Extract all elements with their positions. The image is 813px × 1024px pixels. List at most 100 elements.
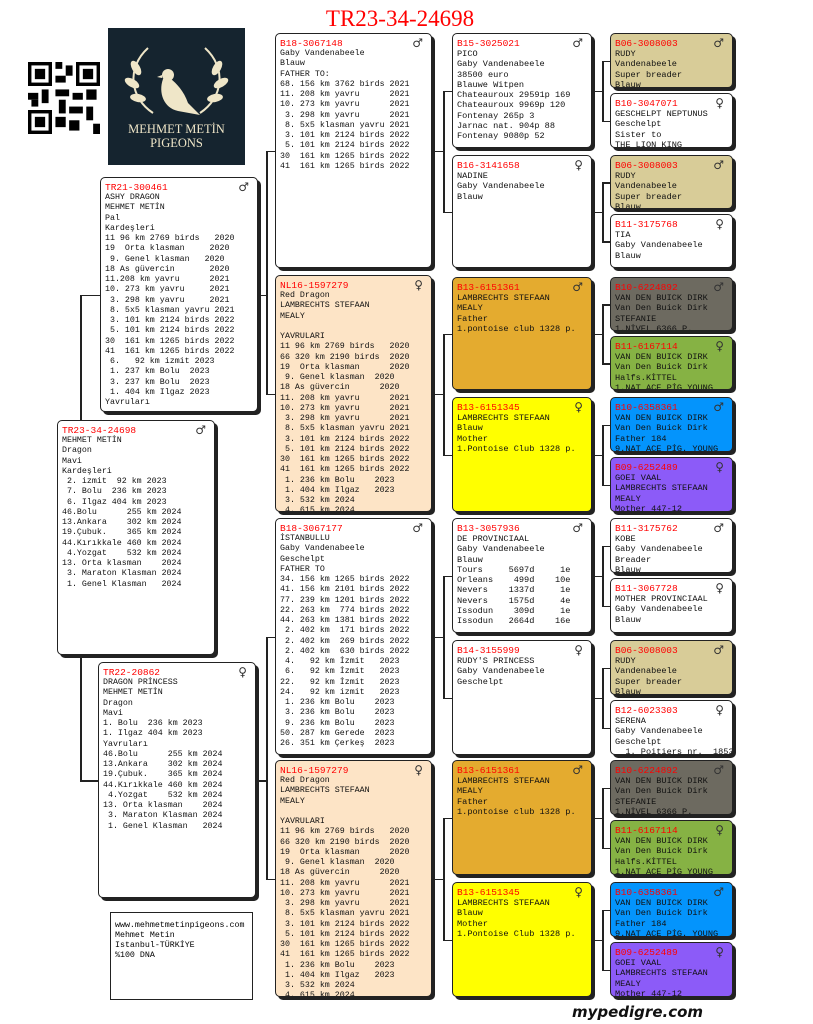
- pigeon-info-line: 3. 298 km yavru 2021: [280, 899, 410, 908]
- pigeon-info-line: 5. 101 km 2124 birds 2022: [280, 141, 410, 151]
- pigeon-info-line: 5. 101 km 2124 birds 2022: [105, 326, 235, 336]
- female-symbol-icon: ♀: [715, 581, 724, 595]
- male-symbol-icon: ♂: [572, 280, 583, 294]
- pigeon-info-line: 2. 402 km 630 birds 2022: [280, 646, 410, 656]
- pigeon-info-line: 9.NAT ACE PİG. YOUNG: [615, 928, 719, 937]
- pigeon-info-line: 1. 236 km Bolu 2023: [280, 698, 395, 707]
- male-symbol-icon: ♂: [713, 643, 724, 657]
- pigeon-info-line: Mother: [457, 918, 488, 929]
- female-symbol-icon: ♀: [715, 96, 724, 110]
- pigeon-info-line: 4. 615 km 2024: [280, 506, 355, 512]
- connector-line: [258, 294, 266, 296]
- website-link[interactable]: www.mehmetmetinpigeons.com: [115, 921, 245, 930]
- pigeon-info-line: 66 320 km 2190 birds 2020: [280, 837, 410, 847]
- pigeon-info-line: 8. 5x5 klasman yavru 2021: [280, 120, 410, 130]
- connector-line: [432, 393, 443, 395]
- pigeon-info-line: LAMBRECHTS STEFAAN: [280, 786, 370, 796]
- pigeon-info-line: 1. Ilgaz 404 km 2023: [103, 729, 203, 739]
- connector-line: [443, 575, 452, 577]
- male-symbol-icon: ♂: [713, 400, 724, 414]
- pigeon-info-line: Vandenabeele: [615, 181, 677, 192]
- male-symbol-icon: ♂: [572, 763, 583, 777]
- connector-line: [80, 294, 100, 296]
- connector-line: [602, 120, 610, 122]
- pigeon-info-line: THE LION KING: [615, 139, 683, 148]
- pigeon-info-line: YAVRULARI: [280, 817, 325, 826]
- female-symbol-icon: ♀: [574, 643, 583, 657]
- pigeon-info-line: 1. 237 km Bolu 2023: [105, 367, 210, 377]
- male-symbol-icon: ♂: [713, 763, 724, 777]
- pigeon-info-line: 41 161 km 1265 birds 2022: [105, 346, 235, 356]
- pigeon-info-line: 3. 101 km 2124 birds 2022: [280, 434, 410, 444]
- connector-line: [266, 878, 275, 880]
- pigeon-info-line: MEHMET METİN: [103, 688, 163, 698]
- connector-line: [443, 817, 445, 940]
- pigeon-info-line: 11 96 km 2769 birds 2020: [105, 234, 235, 243]
- ring-number: B11-6167114: [615, 825, 678, 836]
- pigeon-info-line: TIA: [615, 230, 631, 240]
- pigeon-info-line: 41 161 km 1265 birds 2022: [280, 950, 410, 960]
- pigeon-info-line: 3. 532 km 2024: [280, 496, 355, 505]
- connector-line: [592, 454, 602, 456]
- female-symbol-icon: ♀: [715, 703, 724, 717]
- pigeon-info-line: Vandenabeele: [615, 666, 677, 677]
- pigeon-info-line: Mother 447-12: [615, 503, 683, 512]
- pigeon-info-line: 3. Maraton Klasman 2024: [103, 811, 223, 821]
- female-symbol-icon: ♀: [715, 217, 724, 231]
- pigeon-info-line: Chateauroux 29591p 169: [457, 90, 571, 100]
- mypedigre-brand[interactable]: mypedigre.com: [571, 1003, 704, 1021]
- connector-line: [443, 90, 452, 92]
- connector-line: [592, 817, 602, 819]
- connector-line: [592, 333, 602, 335]
- pigeon-info-line: 34. 156 km 1265 birds 2022: [280, 575, 410, 584]
- ring-number: B10-6358361: [615, 402, 678, 413]
- pigeon-info-line: 1. 404 km Ilgaz 2023: [280, 485, 395, 495]
- connector-line: [592, 90, 602, 92]
- ring-number: TR23-34-24698: [62, 425, 137, 436]
- connector-line: [602, 60, 604, 121]
- connector-line: [443, 697, 452, 699]
- pigeon-info-line: Kardeşleri: [62, 466, 112, 476]
- qr-code-icon[interactable]: [28, 62, 100, 134]
- female-symbol-icon: ♀: [414, 763, 423, 777]
- pigeon-info-line: 6. Ilgaz 404 km 2023: [62, 497, 167, 507]
- pigeon-info-line: MEALY: [280, 311, 305, 321]
- pigeon-info-line: DE PROVINCIAAL: [457, 534, 530, 544]
- male-symbol-icon: ♂: [238, 180, 249, 194]
- pigeon-info-line: 1.NAT ACE PİG YOUNG: [615, 866, 713, 875]
- pigeon-info-line: FATHER TO: [280, 564, 325, 574]
- male-symbol-icon: ♂: [572, 36, 583, 50]
- pigeon-info-line: Dragon: [103, 698, 133, 708]
